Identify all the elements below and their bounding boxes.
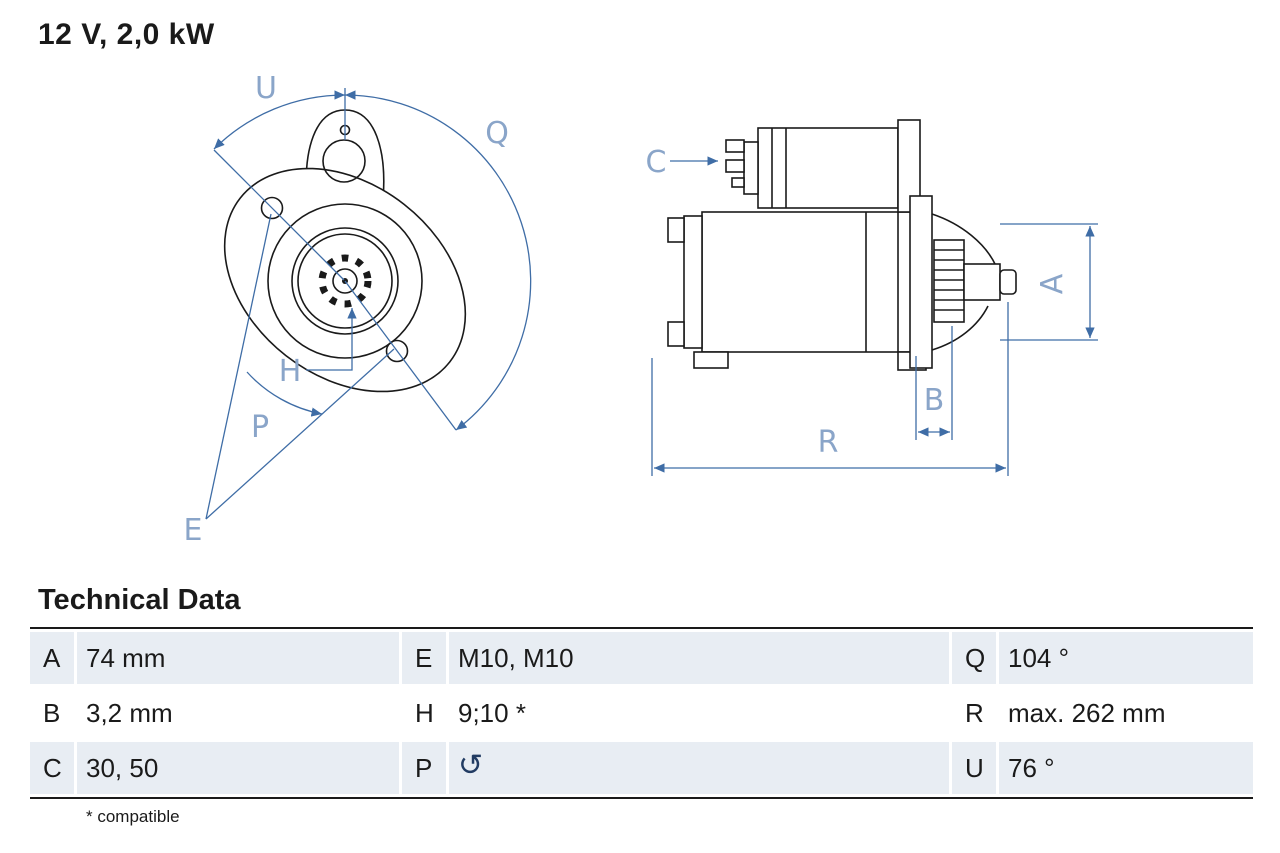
- shaft-end: [999, 269, 1017, 295]
- solenoid-cap: [743, 141, 759, 195]
- param-key: A: [30, 632, 74, 684]
- solenoid-bracket: [897, 119, 921, 213]
- drive-housing-bottom: [931, 305, 989, 351]
- angle-arc-q: [344, 90, 532, 431]
- table-row: A 74 mm E M10, M10 Q 104 °: [30, 632, 1253, 684]
- rotation-ccw-icon: ↺: [458, 749, 484, 782]
- leader-h: [306, 308, 357, 371]
- param-value: M10, M10: [449, 632, 949, 684]
- radius-line-upper-left: [213, 149, 345, 281]
- leader-e-lower: [205, 348, 395, 520]
- terminal-lug-1: [725, 139, 745, 153]
- label-b: B: [924, 383, 945, 418]
- angle-arc-u: [213, 90, 346, 150]
- label-u: U: [255, 71, 277, 106]
- leader-e-upper: [205, 213, 272, 520]
- param-key: P: [402, 742, 446, 794]
- pinion-gear-teeth: [934, 249, 964, 311]
- param-key: Q: [952, 632, 996, 684]
- param-value: 76 °: [999, 742, 1253, 794]
- table-row: B 3,2 mm H 9;10 * R max. 262 mm: [30, 687, 1253, 739]
- technical-data-section: Technical Data A 74 mm E M10, M10 Q 104 …: [30, 584, 1253, 827]
- end-cap-tab-bottom: [667, 321, 685, 347]
- drive-housing-top: [931, 213, 997, 267]
- param-value: 3,2 mm: [77, 687, 399, 739]
- drive-flange: [909, 195, 933, 369]
- param-value: ↺: [449, 742, 949, 794]
- label-q: Q: [485, 116, 509, 151]
- param-key: U: [952, 742, 996, 794]
- solenoid-body: [757, 127, 899, 209]
- table-row: C 30, 50 P ↺ U 76 °: [30, 742, 1253, 794]
- param-value: 104 °: [999, 632, 1253, 684]
- label-c: C: [646, 145, 667, 180]
- label-r: R: [818, 425, 839, 460]
- end-cap-tab-top: [667, 217, 685, 243]
- param-value: 30, 50: [77, 742, 399, 794]
- param-value: 74 mm: [77, 632, 399, 684]
- param-key: R: [952, 687, 996, 739]
- param-key: C: [30, 742, 74, 794]
- starter-side-view: C A B R: [646, 119, 1098, 476]
- param-key: E: [402, 632, 446, 684]
- label-e: E: [184, 513, 203, 548]
- mount-foot: [693, 351, 729, 369]
- param-value: max. 262 mm: [999, 687, 1253, 739]
- technical-data-table: A 74 mm E M10, M10 Q 104 ° B 3,2 mm H 9;…: [30, 627, 1253, 799]
- terminal-lug-2: [725, 159, 745, 173]
- label-p: P: [251, 410, 269, 445]
- label-h: H: [279, 354, 302, 389]
- terminal-lug-3: [731, 177, 745, 188]
- drive-shaft: [963, 263, 1001, 301]
- label-a: A: [1035, 273, 1070, 294]
- param-key: H: [402, 687, 446, 739]
- motor-body: [701, 211, 913, 353]
- param-value: 9;10 *: [449, 687, 949, 739]
- end-cap: [683, 215, 703, 349]
- param-key: B: [30, 687, 74, 739]
- starter-front-view: U Q P H E: [184, 71, 532, 548]
- pinion-gear: [933, 239, 965, 323]
- technical-drawing: U Q P H E: [184, 71, 1098, 548]
- section-heading: Technical Data: [38, 584, 241, 616]
- page-title: 12 V, 2,0 kW: [38, 18, 215, 51]
- footnote: * compatible: [86, 807, 180, 826]
- rotation-arc-p: [246, 371, 323, 417]
